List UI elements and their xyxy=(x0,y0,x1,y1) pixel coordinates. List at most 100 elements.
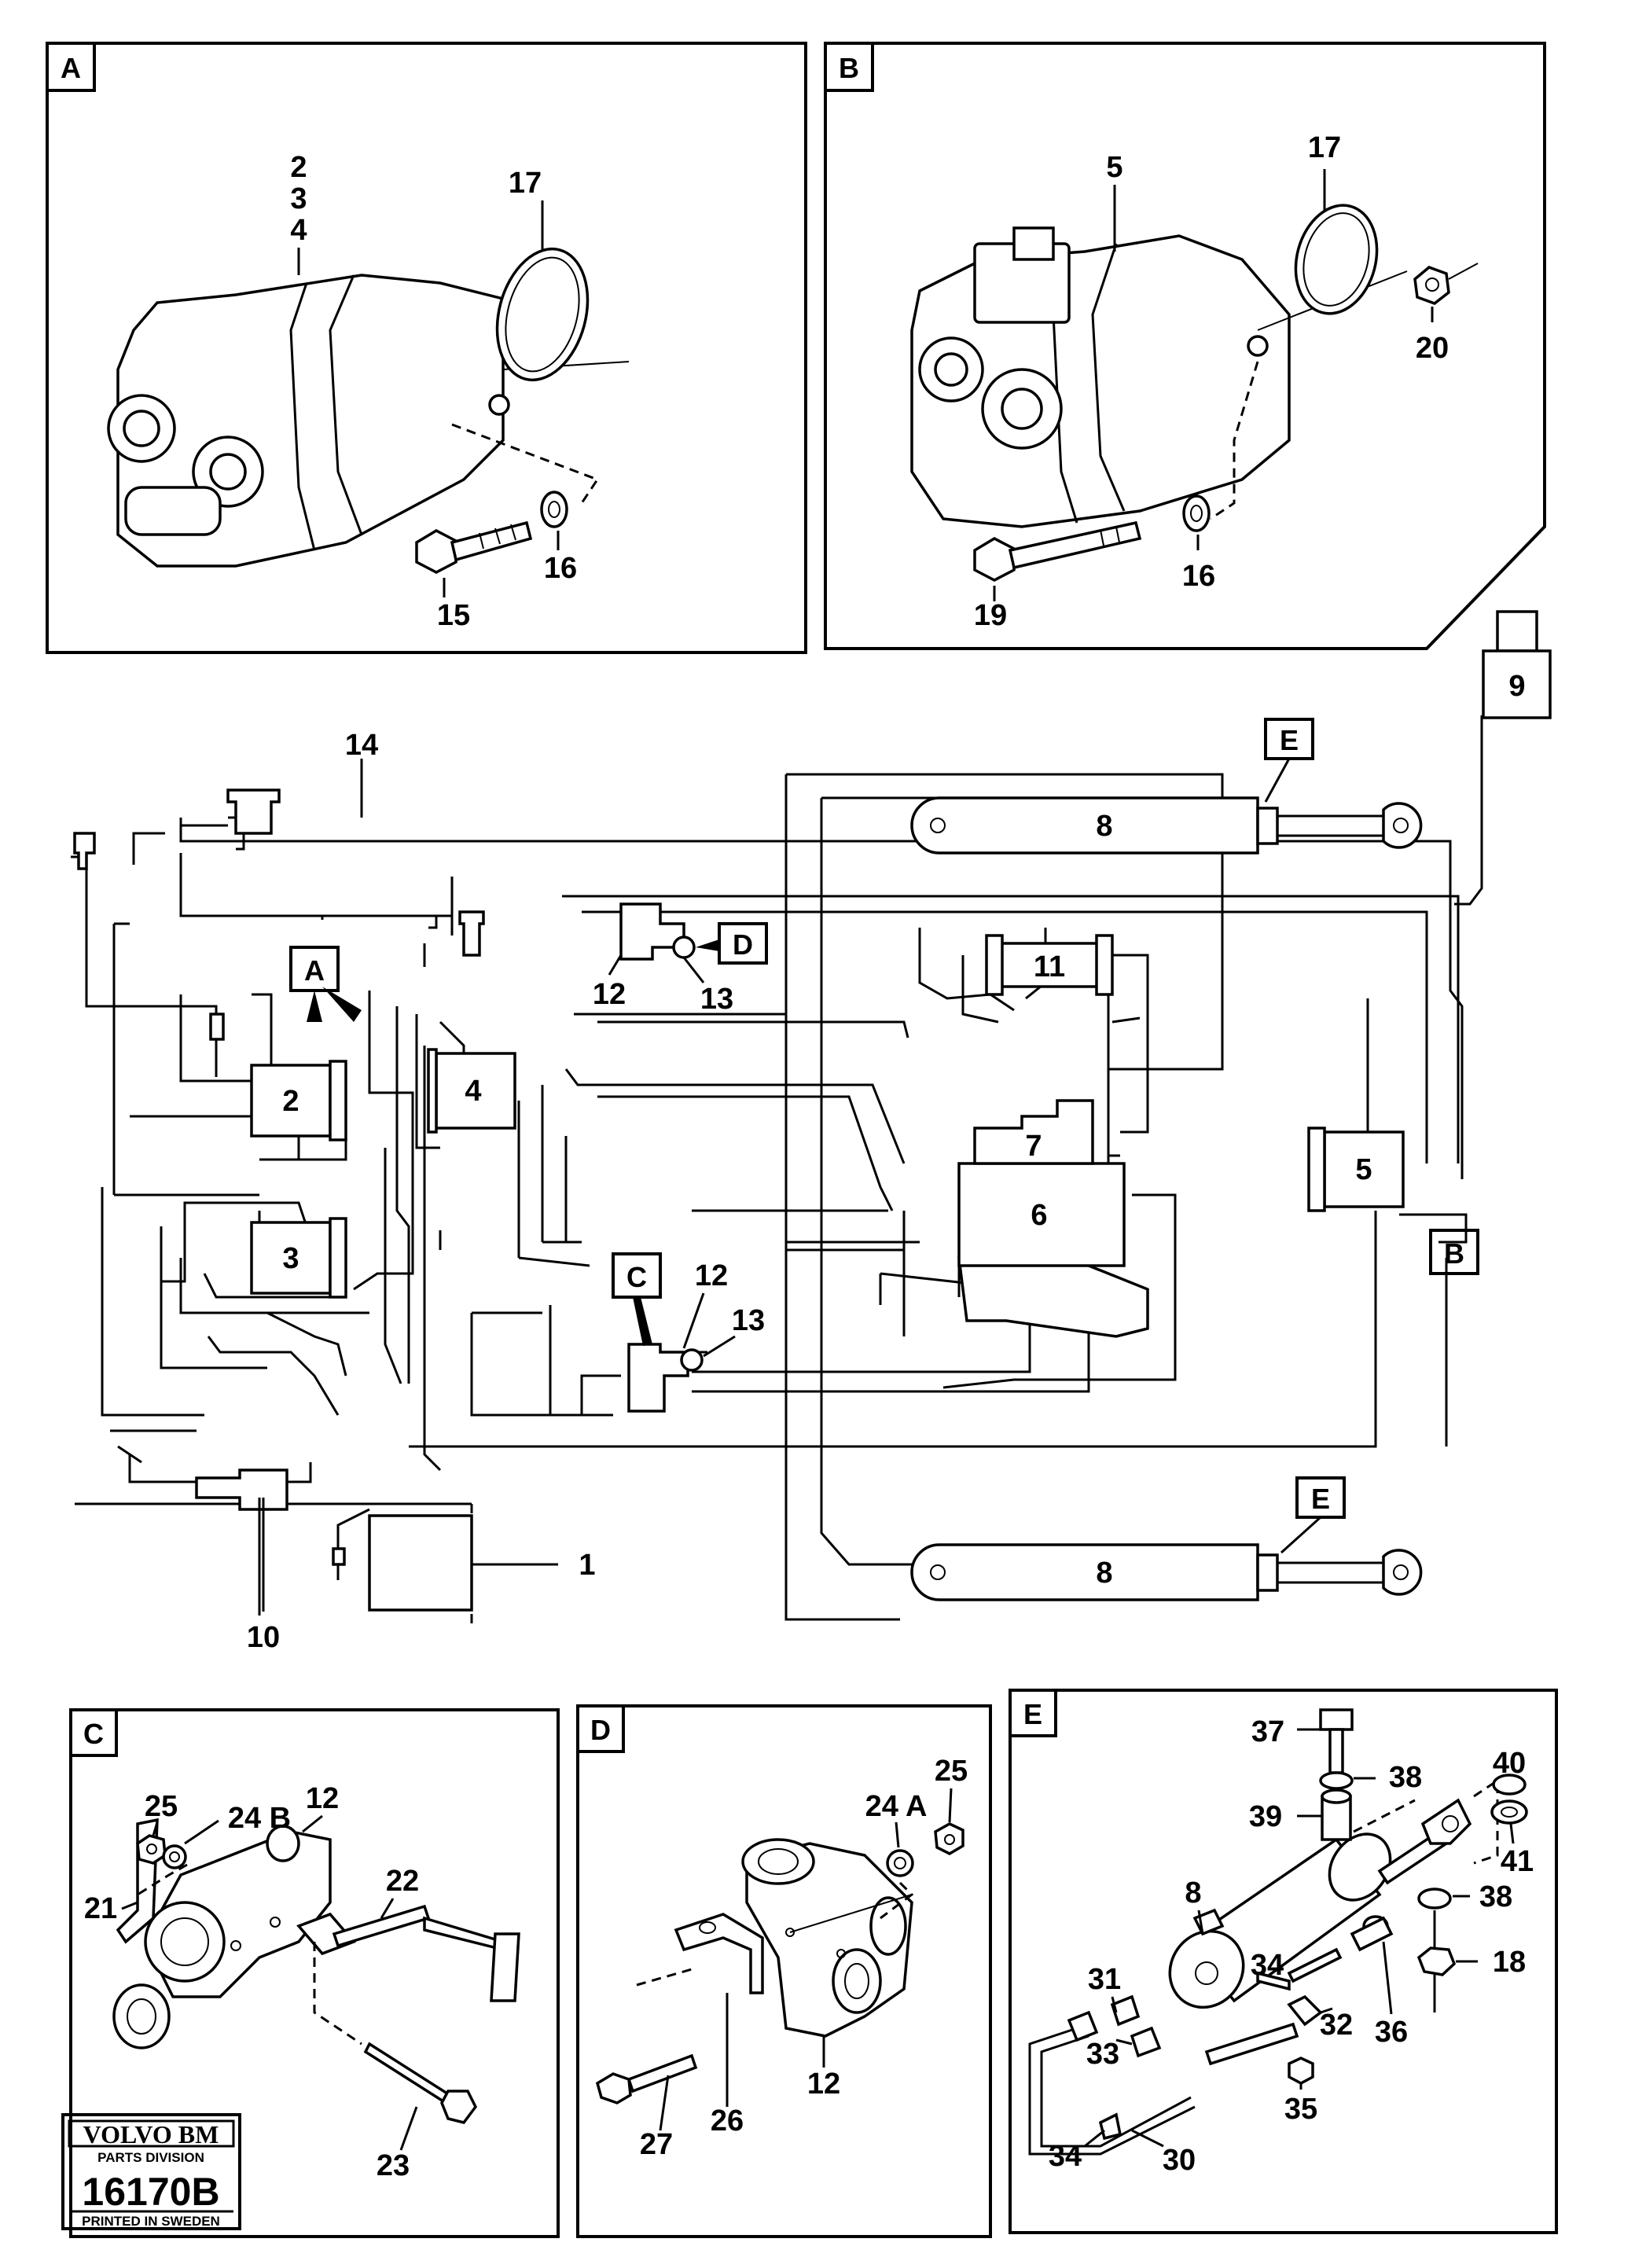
fitting-center xyxy=(458,910,485,957)
label-d-27: 27 xyxy=(640,2128,673,2161)
panel-b-tag-box xyxy=(824,42,874,92)
cylinder-8-bottom: 8 xyxy=(910,1543,1423,1601)
panel-a-tag: A xyxy=(61,52,81,84)
panel-a-frame xyxy=(46,42,807,654)
label-c-22: 22 xyxy=(386,1865,419,1898)
washer-38-lower xyxy=(1417,1888,1452,1910)
panel-e-tag: E xyxy=(1023,1698,1042,1730)
label-e-39: 39 xyxy=(1249,1800,1282,1833)
washer-38-top xyxy=(1319,1771,1354,1790)
label-d-12: 12 xyxy=(807,2068,840,2101)
bolt-27 xyxy=(595,2053,698,2104)
label-e-32: 32 xyxy=(1320,2009,1353,2042)
panel-d-tag: D xyxy=(590,1714,611,1746)
ref-e-bottom: E xyxy=(1280,1476,1346,1554)
label-b-17: 17 xyxy=(1308,131,1341,164)
cylinder-8-top: 8 xyxy=(910,796,1423,855)
svg-text:D: D xyxy=(733,928,753,961)
label-c-21: 21 xyxy=(84,1892,117,1925)
label-b-5: 5 xyxy=(1106,151,1122,184)
label-e-18: 18 xyxy=(1493,1946,1526,1979)
label-a-15: 15 xyxy=(437,599,470,632)
component-label-6: 6 xyxy=(1031,1199,1047,1232)
svg-text:E: E xyxy=(1280,724,1299,756)
panel-c-frame xyxy=(69,1708,560,2238)
check-valve-12-top xyxy=(619,902,696,961)
label-e-38-lower: 38 xyxy=(1479,1880,1512,1913)
pipe-network xyxy=(179,715,1483,1621)
washer-a xyxy=(540,491,568,528)
stamp-division: PARTS DIVISION xyxy=(97,2150,204,2165)
restrictor xyxy=(209,1013,225,1041)
label-a-4: 4 xyxy=(290,214,307,247)
label-e-38-top: 38 xyxy=(1389,1761,1422,1794)
label-a-17: 17 xyxy=(509,167,542,200)
check-valve-illustration-d xyxy=(741,1838,913,2038)
nut-25-c xyxy=(136,1834,167,1865)
pin-22 xyxy=(296,1904,520,2002)
bolt-b xyxy=(973,520,1142,582)
fitting-left xyxy=(73,832,96,870)
volvo-parts-stamp: VOLVO BM PARTS DIVISION 16170B PRINTED I… xyxy=(61,2113,241,2230)
washer-b xyxy=(1182,494,1211,532)
label-e-34-lower: 34 xyxy=(1049,2140,1082,2173)
panel-e-frame xyxy=(1009,1689,1558,2234)
stamp-origin: PRINTED IN SWEDEN xyxy=(82,2214,220,2229)
label-e-36: 36 xyxy=(1375,2016,1408,2049)
sensor-9: 9 xyxy=(1482,610,1552,719)
washer-41 xyxy=(1490,1799,1528,1825)
valve-3: 3 xyxy=(250,1217,347,1299)
component-label-7: 7 xyxy=(1025,1130,1042,1163)
label-c-25: 25 xyxy=(145,1790,178,1823)
hose-assembly-e xyxy=(1028,1908,1394,2156)
tank-1 xyxy=(368,1514,473,1612)
tank-assembly xyxy=(75,1469,558,1627)
label-c-23: 23 xyxy=(377,2149,410,2182)
label-e-35: 35 xyxy=(1284,2093,1317,2126)
component-label-8-top: 8 xyxy=(1096,810,1112,843)
panel-c-tag-box xyxy=(69,1708,118,1757)
callout-13-top: 13 xyxy=(700,983,733,1016)
pump-illustration-a xyxy=(107,274,630,568)
panel-b-frame xyxy=(824,42,1546,650)
left-pipe-loops xyxy=(71,816,621,1483)
label-e-37: 37 xyxy=(1251,1715,1284,1748)
label-c-24b: 24 B xyxy=(228,1802,291,1835)
bracket-26 xyxy=(674,1913,764,1994)
stamp-brand: VOLVO BM xyxy=(83,2120,219,2149)
bolt-a xyxy=(415,520,533,574)
ref-c: C xyxy=(612,1252,662,1346)
callout-12-lower: 12 xyxy=(695,1259,728,1292)
callout-13-lower: 13 xyxy=(732,1304,765,1337)
label-e-31: 31 xyxy=(1088,1963,1121,1996)
cylinder-illustration-e xyxy=(1168,1798,1472,2009)
svg-text:E: E xyxy=(1311,1483,1330,1515)
label-d-24a: 24 A xyxy=(865,1790,928,1823)
washer-24a xyxy=(886,1849,914,1877)
label-e-40: 40 xyxy=(1493,1747,1526,1780)
label-e-30: 30 xyxy=(1163,2144,1196,2177)
label-d-26: 26 xyxy=(711,2104,744,2138)
stamp-frame xyxy=(61,2113,241,2230)
valve-4: 4 xyxy=(427,1048,516,1134)
nut-18 xyxy=(1416,1946,1457,1976)
callout-12-top: 12 xyxy=(593,978,626,1011)
component-label-3: 3 xyxy=(282,1242,299,1275)
bolt-23 xyxy=(363,2042,478,2124)
hydraulic-schematic: 2 3 4 5 6 7 xyxy=(71,610,1552,1654)
pump-illustration-b xyxy=(910,226,1408,528)
component-label-11: 11 xyxy=(1034,950,1065,983)
panel-b: B 5 xyxy=(824,42,1546,650)
valve-2: 2 xyxy=(250,1060,347,1141)
component-label-4: 4 xyxy=(465,1075,481,1108)
filter-top xyxy=(226,788,281,835)
pipe-14-junction xyxy=(179,818,228,827)
valve-5: 5 xyxy=(1307,1127,1405,1212)
washer-24b xyxy=(162,1844,187,1869)
label-c-12: 12 xyxy=(306,1782,339,1815)
label-e-8: 8 xyxy=(1185,1877,1201,1910)
panel-c: C 25 24 B 12 xyxy=(69,1708,560,2238)
panel-e: E xyxy=(1009,1689,1558,2234)
component-label-9: 9 xyxy=(1508,670,1525,703)
